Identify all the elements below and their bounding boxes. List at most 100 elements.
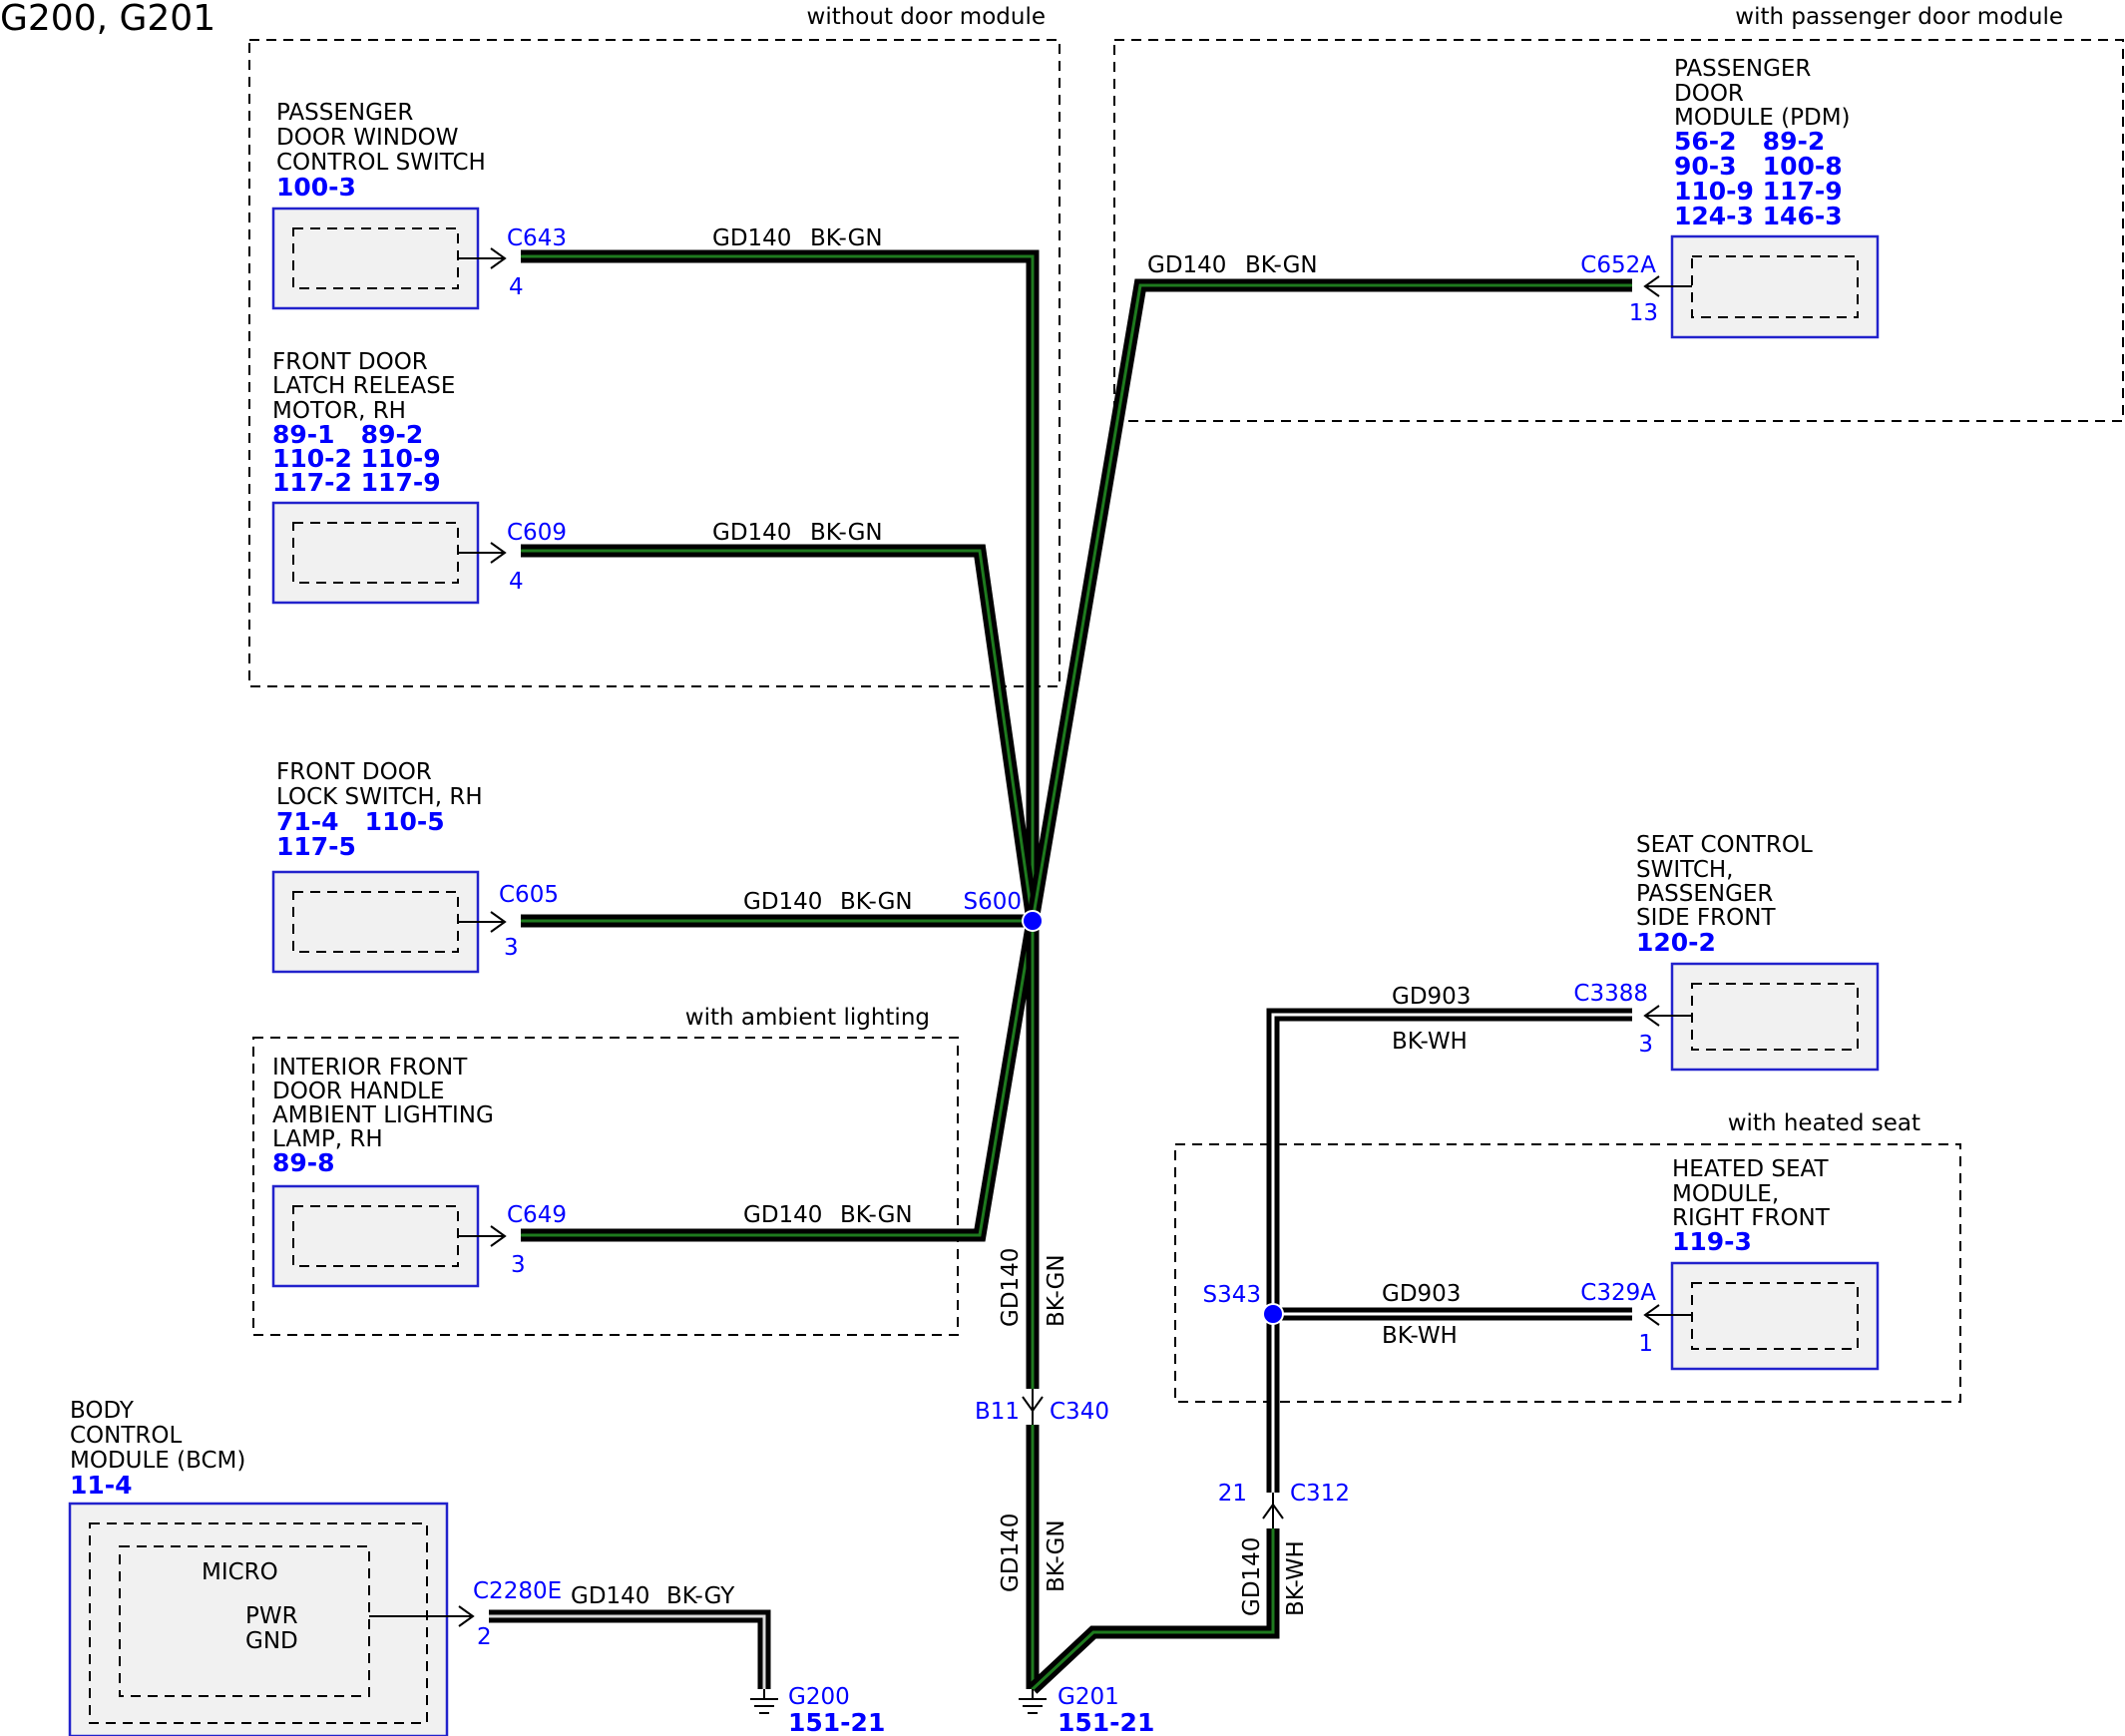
connector-arrow-icon xyxy=(458,1605,475,1627)
ground-ref: 151-21 xyxy=(1058,1708,1154,1736)
splice-s600: S600 xyxy=(964,889,1044,932)
group-label-without-door-module: without door module xyxy=(807,4,1046,30)
ground-label: G201 xyxy=(1058,1684,1119,1710)
component-name: AMBIENT LIGHTING xyxy=(272,1102,494,1128)
wire-label: GD140 xyxy=(998,1514,1024,1592)
wire-label: BK-WH xyxy=(1283,1540,1309,1616)
wire-label: BK-GN xyxy=(810,225,883,251)
connector-label: C3388 xyxy=(1573,981,1648,1007)
component-box xyxy=(68,1502,449,1736)
component-name: HEATED SEAT xyxy=(1672,1156,1829,1182)
group-without-door-module: without door module xyxy=(248,4,1061,687)
component-window-switch: PASSENGER DOOR WINDOW CONTROL SWITCH 100… xyxy=(271,100,883,310)
pin-label: 21 xyxy=(1218,1481,1247,1507)
component-ref: 120-2 xyxy=(1636,928,1716,957)
wire-label: GD903 xyxy=(1392,984,1471,1010)
ground-icon xyxy=(1019,1689,1047,1714)
connector-arrow-icon xyxy=(1643,1005,1660,1027)
wire-c652a-s600 xyxy=(1026,278,1632,923)
component-name: CONTROL SWITCH xyxy=(276,150,486,176)
component-box xyxy=(1670,234,1880,339)
component-box xyxy=(271,870,480,974)
group-with-ambient-lighting: with ambient lighting xyxy=(252,1005,959,1336)
component-name: LOCK SWITCH, RH xyxy=(276,784,483,810)
component-name: DOOR HANDLE xyxy=(272,1079,445,1104)
component-box xyxy=(1670,962,1880,1072)
connector-label: C329A xyxy=(1580,1280,1656,1306)
splice-dot-icon xyxy=(1262,1303,1284,1325)
wire-label: BK-WH xyxy=(1382,1323,1458,1349)
component-pdm: PASSENGER DOOR MODULE (PDM) 56-2 89-2 90… xyxy=(1147,56,1880,339)
wire-label: GD140 xyxy=(712,225,791,251)
pin-label: 4 xyxy=(509,569,524,595)
wire-label: GD140 xyxy=(743,1202,822,1228)
wire-label: BK-GY xyxy=(666,1583,735,1609)
pin-label: 13 xyxy=(1629,300,1658,326)
inline-connector-c312: 21 C312 xyxy=(1218,1481,1350,1528)
wire-c649-s600 xyxy=(521,919,1040,1242)
ground-g200: G200 151-21 xyxy=(750,1684,885,1736)
component-box xyxy=(271,207,480,310)
component-name: FRONT DOOR xyxy=(276,759,432,785)
connector-label: C340 xyxy=(1050,1399,1109,1425)
vertical-labels: GD140 BK-GN GD140 BK-GN GD140 BK-WH xyxy=(998,1248,1309,1616)
component-ref: 117-2 117-9 xyxy=(272,468,441,497)
component-name: DOOR xyxy=(1674,81,1744,107)
wire-label: GD140 xyxy=(1147,252,1226,278)
component-ref: 110-2 110-9 xyxy=(272,444,441,473)
component-heated-seat: HEATED SEAT MODULE, RIGHT FRONT 119-3 C3… xyxy=(1382,1156,1880,1371)
wires xyxy=(489,249,1632,1694)
component-box xyxy=(271,501,480,605)
wire-label: BK-GN xyxy=(1044,1519,1069,1592)
connector-label: C609 xyxy=(507,520,567,546)
wire-label: GD140 xyxy=(743,889,822,915)
connector-arrow-icon xyxy=(1262,1503,1284,1519)
wire-label: BK-GN xyxy=(840,1202,913,1228)
splice-label: S600 xyxy=(964,889,1023,915)
component-ref: 117-5 xyxy=(276,832,356,861)
pin-label: 4 xyxy=(509,274,524,300)
component-name: RIGHT FRONT xyxy=(1672,1205,1831,1231)
component-name: DOOR WINDOW xyxy=(276,125,459,151)
component-latch-motor: FRONT DOOR LATCH RELEASE MOTOR, RH 89-1 … xyxy=(271,349,883,605)
component-ref: 124-3 146-3 xyxy=(1674,202,1843,230)
wire-c2280e-g200 xyxy=(489,1609,771,1689)
wire-label: GD140 xyxy=(571,1583,649,1609)
connector-arrow-icon xyxy=(490,911,507,933)
component-name: INTERIOR FRONT xyxy=(272,1055,468,1081)
component-ref: 89-8 xyxy=(272,1148,335,1177)
component-box xyxy=(271,1184,480,1288)
component-name: MOTOR, RH xyxy=(272,398,406,424)
connector-arrow-icon xyxy=(1643,275,1660,297)
component-name: LAMP, RH xyxy=(272,1126,383,1152)
micro-label: MICRO xyxy=(202,1559,278,1585)
wire-c3388-s343 xyxy=(1266,1008,1632,1314)
wire-label: BK-GN xyxy=(810,520,883,546)
ground-g201: G201 151-21 xyxy=(1019,1684,1154,1736)
component-name: BODY xyxy=(70,1398,135,1424)
component-ref: 110-9 117-9 xyxy=(1674,177,1843,206)
component-name: FRONT DOOR xyxy=(272,349,428,375)
component-name: SIDE FRONT xyxy=(1636,905,1776,931)
component-name: PASSENGER xyxy=(1674,56,1811,82)
wire-c643-s600 xyxy=(521,249,1040,921)
connector-label: C605 xyxy=(499,882,559,908)
connector-arrow-icon xyxy=(490,1225,507,1247)
splice-label: S343 xyxy=(1203,1282,1262,1308)
pin-label: 3 xyxy=(504,935,519,961)
group-label-with-pdm: with passenger door module xyxy=(1735,4,2063,30)
wire-label: GD140 xyxy=(1239,1537,1265,1616)
component-name: MODULE (BCM) xyxy=(70,1448,245,1474)
pin-label: 3 xyxy=(511,1252,526,1278)
splice-dot-icon xyxy=(1022,910,1044,932)
component-seat-switch: SEAT CONTROL SWITCH, PASSENGER SIDE FRON… xyxy=(1392,832,1880,1072)
component-ref: 90-3 100-8 xyxy=(1674,152,1843,181)
ground-label: G200 xyxy=(788,1684,850,1710)
component-bcm: BODY CONTROL MODULE (BCM) 11-4 MICRO PWR… xyxy=(68,1398,735,1736)
component-name: MODULE, xyxy=(1672,1181,1779,1207)
component-ref: 100-3 xyxy=(276,173,356,202)
component-name: PASSENGER xyxy=(1636,881,1773,907)
wire-label: BK-GN xyxy=(1245,252,1318,278)
pin-label: 3 xyxy=(1638,1032,1653,1058)
